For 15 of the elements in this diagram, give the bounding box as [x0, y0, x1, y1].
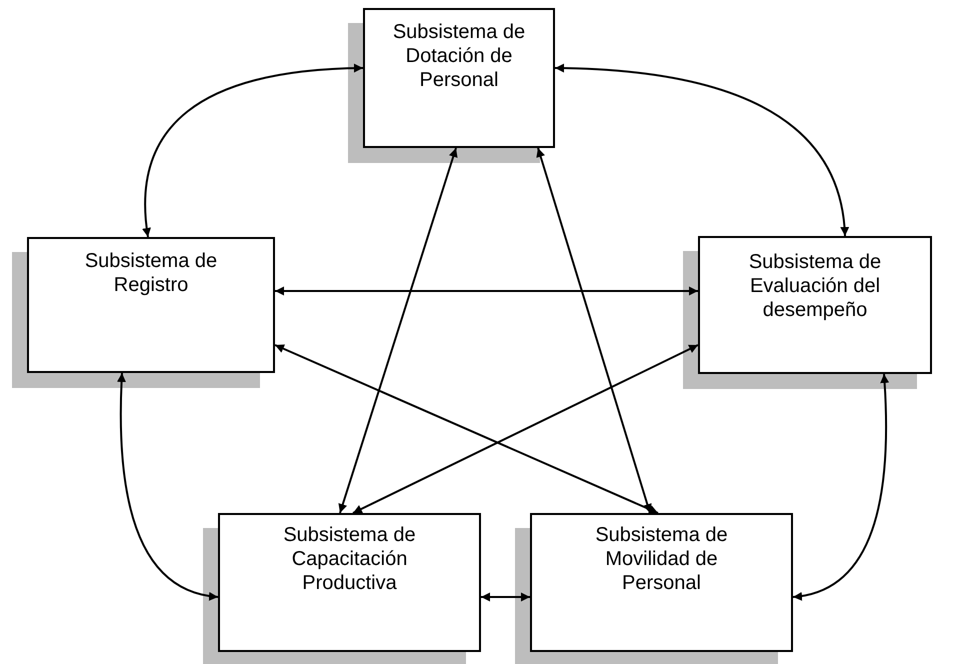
subsystem-label: Subsistema de Movilidad de Personal [594, 523, 729, 595]
double-arrow [275, 286, 698, 296]
subsystem-label: Subsistema de Dotación de Personal [392, 20, 526, 92]
double-arrow [481, 592, 530, 602]
double-arrow [554, 64, 849, 236]
double-arrow [536, 148, 652, 514]
subsystem-label: Subsistema de Registro [84, 249, 218, 297]
double-arrow [274, 344, 658, 514]
double-arrow [352, 344, 698, 514]
double-arrow [792, 374, 889, 600]
double-arrow [117, 372, 218, 600]
double-arrow [142, 64, 364, 238]
subsystem-label: Subsistema de Evaluación del desempeño [748, 250, 882, 322]
subsystem-label: Subsistema de Capacitación Productiva [282, 523, 417, 595]
double-arrow [338, 148, 458, 514]
